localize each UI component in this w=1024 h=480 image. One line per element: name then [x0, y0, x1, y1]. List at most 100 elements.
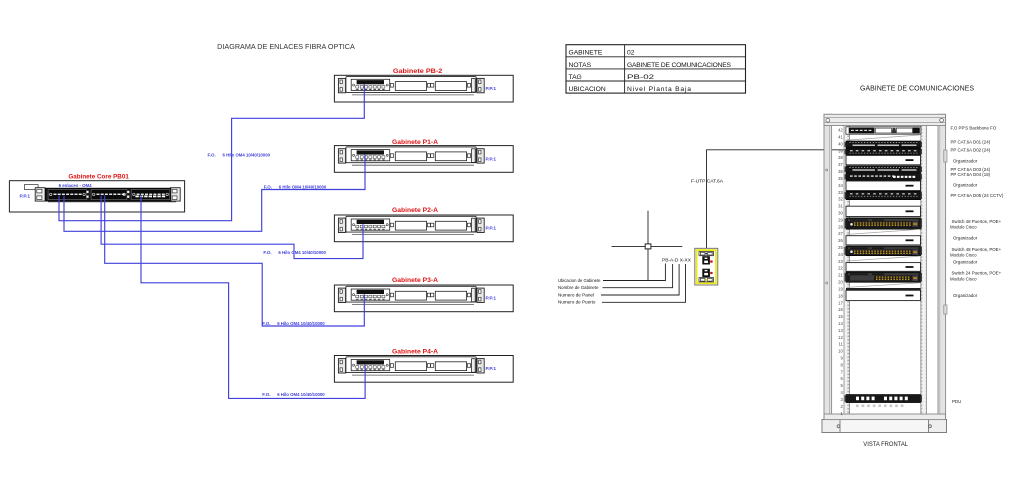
svg-text:Gabinete P1-A: Gabinete P1-A — [392, 139, 438, 146]
svg-text:6 Hilo OM4 10/40/10000: 6 Hilo OM4 10/40/10000 — [279, 185, 327, 190]
svg-text:Modulo Cisco: Modulo Cisco — [950, 253, 977, 258]
svg-text:P.P.1: P.P.1 — [486, 156, 497, 162]
svg-text:Gabinete PB-2: Gabinete PB-2 — [393, 68, 443, 75]
svg-text:F.O PP'S Backbone FO: F.O PP'S Backbone FO — [951, 126, 997, 131]
svg-text:31: 31 — [838, 204, 843, 209]
svg-text:11: 11 — [838, 342, 843, 347]
svg-text:6 Hilo OM4 10/40/10000: 6 Hilo OM4 10/40/10000 — [277, 321, 325, 326]
svg-text:16: 16 — [838, 307, 843, 312]
svg-text:Numero de Puerto: Numero de Puerto — [558, 299, 596, 304]
svg-text:Gabinete Core PB01: Gabinete Core PB01 — [68, 174, 129, 181]
svg-text:33: 33 — [838, 190, 843, 195]
svg-text:Switch 48 Puertos, POE+: Switch 48 Puertos, POE+ — [952, 219, 1002, 224]
svg-text:GABINETE DE COMUNICACIONES: GABINETE DE COMUNICACIONES — [860, 85, 974, 92]
svg-text:13: 13 — [838, 328, 843, 333]
svg-text:Modulo Cisco: Modulo Cisco — [950, 225, 977, 230]
svg-text:27: 27 — [838, 231, 843, 236]
svg-text:Gabinete P2-A: Gabinete P2-A — [392, 207, 438, 214]
svg-text:PP CAT.6A D05 (24 CCTV): PP CAT.6A D05 (24 CCTV) — [951, 193, 1004, 198]
svg-text:PDU: PDU — [952, 399, 961, 404]
svg-text:PP CAT.6A D01 (24): PP CAT.6A D01 (24) — [951, 140, 991, 145]
svg-text:F.O.: F.O. — [263, 250, 271, 255]
svg-text:41: 41 — [838, 135, 843, 140]
svg-text:36: 36 — [838, 169, 843, 174]
svg-text:35: 35 — [838, 176, 843, 181]
svg-text:F.O.: F.O. — [208, 153, 216, 158]
svg-text:9: 9 — [840, 356, 843, 361]
svg-text:38: 38 — [838, 155, 843, 160]
svg-text:40: 40 — [838, 141, 843, 146]
svg-text:F-UTP CAT.6A: F-UTP CAT.6A — [691, 179, 723, 184]
svg-text:P.P.1: P.P.1 — [486, 86, 497, 92]
svg-text:22: 22 — [838, 266, 843, 271]
svg-text:02: 02 — [627, 50, 635, 57]
svg-text:17: 17 — [838, 300, 843, 305]
svg-text:2: 2 — [840, 404, 843, 409]
svg-text:P.P.1: P.P.1 — [486, 226, 497, 232]
svg-text:12: 12 — [838, 335, 843, 340]
svg-text:PB-A-D X-XX: PB-A-D X-XX — [662, 257, 691, 262]
svg-text:PP CAT.6A D04 (18): PP CAT.6A D04 (18) — [951, 172, 991, 177]
svg-text:Ubicacion de Gabinete: Ubicacion de Gabinete — [558, 278, 601, 283]
svg-text:F.O.: F.O. — [264, 185, 272, 190]
svg-text:Switch 24 Puertos, POE+: Switch 24 Puertos, POE+ — [952, 271, 1002, 276]
svg-text:PB-02: PB-02 — [627, 74, 654, 81]
svg-text:20: 20 — [838, 280, 843, 285]
svg-text:4: 4 — [840, 390, 843, 395]
svg-text:NOTAS: NOTAS — [569, 62, 592, 69]
svg-text:21: 21 — [838, 273, 843, 278]
svg-text:Gabinete P4-A: Gabinete P4-A — [392, 349, 438, 356]
svg-text:Organizador: Organizador — [953, 259, 978, 264]
svg-text:24: 24 — [838, 252, 843, 257]
svg-text:7: 7 — [840, 369, 843, 374]
svg-text:6: 6 — [840, 376, 843, 381]
svg-text:6 enlaces - OM4: 6 enlaces - OM4 — [59, 183, 92, 188]
svg-text:18: 18 — [838, 293, 843, 298]
svg-text:19: 19 — [838, 287, 843, 292]
svg-text:Organizador: Organizador — [953, 236, 978, 241]
svg-text:29: 29 — [838, 217, 843, 222]
svg-text:37: 37 — [838, 162, 843, 167]
svg-text:TAG: TAG — [569, 74, 582, 81]
svg-text:P.P.1: P.P.1 — [486, 296, 497, 302]
svg-text:5: 5 — [840, 383, 843, 388]
svg-text:23: 23 — [838, 259, 843, 264]
svg-text:39: 39 — [838, 148, 843, 153]
svg-text:10: 10 — [838, 349, 843, 354]
svg-text:1: 1 — [840, 411, 843, 416]
svg-text:34: 34 — [838, 183, 843, 188]
svg-text:3: 3 — [840, 397, 843, 402]
svg-text:6 Hilo OM4 10/40/10000: 6 Hilo OM4 10/40/10000 — [223, 153, 271, 158]
svg-text:Organizador: Organizador — [953, 293, 978, 298]
svg-text:F.O.: F.O. — [262, 321, 270, 326]
svg-text:Nivel Planta Baja: Nivel Planta Baja — [627, 86, 691, 93]
svg-text:Switch 48 Puertos, POE+: Switch 48 Puertos, POE+ — [952, 247, 1002, 252]
svg-text:GABINETE: GABINETE — [569, 50, 603, 57]
svg-text:GABINETE DE COMUNICACIONES: GABINETE DE COMUNICACIONES — [627, 62, 732, 69]
svg-text:30: 30 — [838, 211, 843, 216]
svg-text:25: 25 — [838, 245, 843, 250]
svg-text:28: 28 — [838, 224, 843, 229]
svg-text:Gabinete P3-A: Gabinete P3-A — [392, 277, 438, 284]
svg-text:VISTA FRONTAL: VISTA FRONTAL — [863, 441, 908, 448]
svg-text:DIAGRAMA DE ENLACES FIBRA: DIAGRAMA DE ENLACES FIBRA OPTICA — [217, 44, 355, 51]
svg-text:6 Hilo OM4 10/40/10000: 6 Hilo OM4 10/40/10000 — [277, 392, 325, 397]
svg-text:32: 32 — [838, 197, 843, 202]
svg-text:26: 26 — [838, 238, 843, 243]
svg-text:Modulo Cisco: Modulo Cisco — [950, 276, 977, 281]
svg-text:42: 42 — [838, 128, 843, 133]
svg-text:F.O.: F.O. — [262, 392, 270, 397]
svg-text:Organizador: Organizador — [953, 158, 978, 163]
svg-text:Numero de Panel: Numero de Panel — [558, 293, 594, 298]
svg-text:Nombre de Gabinete: Nombre de Gabinete — [558, 285, 599, 290]
svg-text:14: 14 — [838, 321, 843, 326]
svg-text:6 Hilo OM4 10/40/10000: 6 Hilo OM4 10/40/10000 — [278, 250, 326, 255]
svg-text:15: 15 — [838, 314, 843, 319]
svg-text:PP CAT.6A D03 (24): PP CAT.6A D03 (24) — [951, 167, 991, 172]
svg-text:PP CAT.6A D02 (24): PP CAT.6A D02 (24) — [951, 148, 991, 153]
svg-text:Organizador: Organizador — [953, 183, 978, 188]
svg-text:P.P.1: P.P.1 — [20, 194, 31, 200]
svg-text:UBICACION: UBICACION — [569, 86, 606, 93]
svg-text:P.P.1: P.P.1 — [486, 366, 497, 372]
svg-text:8: 8 — [840, 362, 843, 367]
